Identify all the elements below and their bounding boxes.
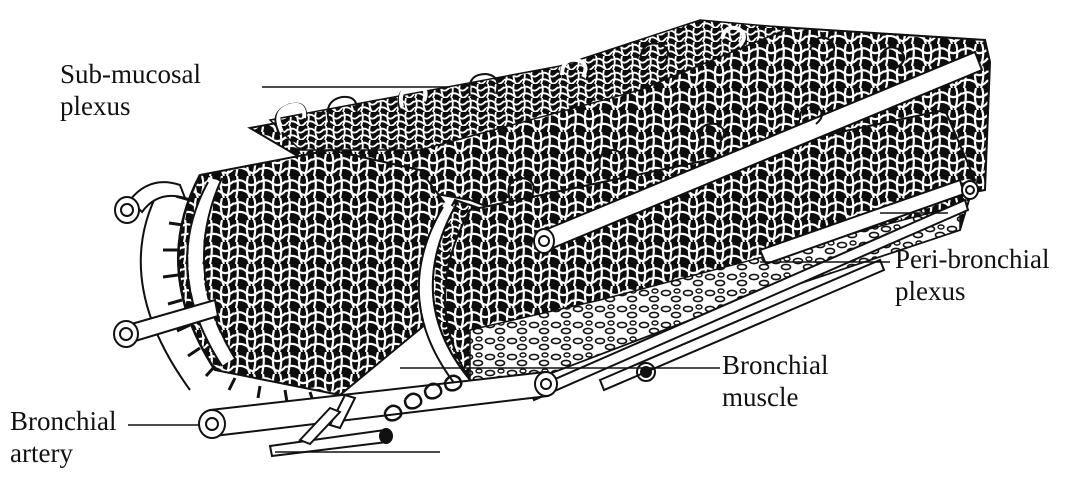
label-submucosal-plexus: Sub-mucosal plexus bbox=[60, 58, 201, 122]
label-submucosal-line1: Sub-mucosal bbox=[60, 58, 201, 90]
label-peribronchial-line2: plexus bbox=[895, 275, 1049, 307]
label-artery-line1: Bronchial bbox=[10, 405, 116, 437]
label-peribronchial-plexus: Peri-bronchial plexus bbox=[895, 243, 1049, 307]
label-bronchial-muscle: Bronchial muscle bbox=[722, 349, 828, 413]
label-muscle-line1: Bronchial bbox=[722, 349, 828, 381]
label-bronchial-artery: Bronchial artery bbox=[10, 405, 116, 469]
label-submucosal-line2: plexus bbox=[60, 90, 201, 122]
label-muscle-line2: muscle bbox=[722, 381, 828, 413]
label-peribronchial-line1: Peri-bronchial bbox=[895, 243, 1049, 275]
label-artery-line2: artery bbox=[10, 437, 116, 469]
